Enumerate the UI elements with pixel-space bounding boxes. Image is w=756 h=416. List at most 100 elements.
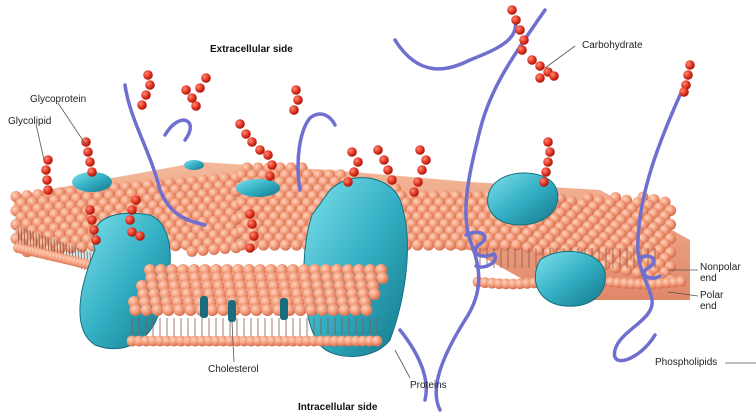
carbohydrate-bead [263,150,273,160]
carbohydrate-bead [383,165,393,175]
fiber-top-center [395,20,516,69]
carbohydrate-bead [87,167,97,177]
carbohydrate-bead [511,15,521,25]
lipid-head [295,304,307,316]
carbohydrate-bead [417,165,427,175]
carbohydrate-bead [83,147,93,157]
proteins-label: Proteins [410,380,447,391]
carbohydrate-bead [191,101,201,111]
carbohydrate-bead [683,70,693,80]
lipid-head [377,272,389,284]
carbohydrate-bead [143,70,153,80]
lipid-head [280,239,291,250]
carbohydrate-bead [135,231,145,241]
carbohydrate-bead [409,187,419,197]
lipid-head [676,276,687,287]
carbohydrate-bead [267,160,277,170]
lipid-head [423,239,434,250]
lipid-head [339,304,351,316]
protein-small-top [184,160,204,170]
carbohydrate-bead [541,167,551,177]
lipid-head [186,246,197,257]
carbohydrate-bead [89,225,99,235]
lipid-head [130,304,142,316]
lipid-head [412,239,423,250]
carbohydrate-bead [679,87,689,97]
nonpolar-label-line2: end [700,273,741,284]
leader-proteins [395,350,410,378]
carbohydrate-bead [685,60,695,70]
lipid-head [610,262,621,273]
carbohydrate-bead [91,235,101,245]
carbohydrate-bead [42,175,52,185]
carbohydrate-bead [195,83,205,93]
lipid-head [207,304,219,316]
carbohydrate-bead [507,5,517,15]
lipid-head [170,240,181,251]
carbohydrate-bead [81,137,91,147]
lipid-head [511,239,522,250]
lipid-head [152,304,164,316]
carbohydrate-bead [85,205,95,215]
lipid-head [456,239,467,250]
carbohydrate-bead [41,165,51,175]
carbohydrate-bead [347,147,357,157]
carbohydrate-bead [293,95,303,105]
carbohydrate-bead [413,177,423,187]
protein-small-top-mid [236,179,280,197]
lipid-head [317,304,329,316]
lipid-head-field-front-slab [127,264,389,346]
lipid-head [174,304,186,316]
lipid-head [350,304,362,316]
lipid-head [489,239,500,250]
lipid-head [445,239,456,250]
carbohydrate-bead [181,85,191,95]
carbohydrate-bead [421,155,431,165]
cholesterol-3 [280,298,288,320]
cholesterol-label: Cholesterol [208,364,259,375]
cholesterol-2 [200,296,208,318]
lipid-head [621,265,632,276]
carbohydrate-bead [249,231,259,241]
lipid-head [251,304,263,316]
carbohydrate-bead [415,145,425,155]
carbohydrate-bead [515,25,525,35]
lipid-head [369,288,381,300]
lipid-head [163,304,175,316]
carbohydrate-bead [137,100,147,110]
carbohydrate-bead [353,157,363,167]
carbohydrate-bead [125,215,135,225]
lipid-head [240,304,252,316]
carbohydrate-label: Carbohydrate [582,40,643,51]
carbohydrate-bead [201,73,211,83]
carbohydrate-bead [527,55,537,65]
lipid-head [361,304,373,316]
carbohydrate-bead [265,171,275,181]
carbohydrate-bead [535,73,545,83]
lipid-head [208,244,219,255]
carbohydrate-bead [87,215,97,225]
polar-label: Polar end [700,290,723,312]
carbohydrate-bead [255,145,265,155]
carbohydrate-bead [549,71,559,81]
glycolipid-label: Glycolipid [8,116,51,127]
lipid-head [533,244,544,255]
carbohydrate-bead [545,147,555,157]
lipid-head [219,243,230,254]
carbohydrate-bead [141,90,151,100]
lipid-head [141,304,153,316]
carbohydrate-bead [343,177,353,187]
leader-glycolipid [36,124,44,160]
carbohydrate-bead [373,145,383,155]
carbohydrate-bead [241,129,251,139]
lipid-head [434,239,445,250]
nonpolar-label: Nonpolar end [700,262,741,284]
lipid-head [218,304,230,316]
polar-label-line2: end [700,301,723,312]
lipid-head [197,245,208,256]
lipid-head [328,304,340,316]
lipid-head [522,242,533,253]
lipid-head [185,304,197,316]
nonpolar-label-line1: Nonpolar [700,262,741,273]
